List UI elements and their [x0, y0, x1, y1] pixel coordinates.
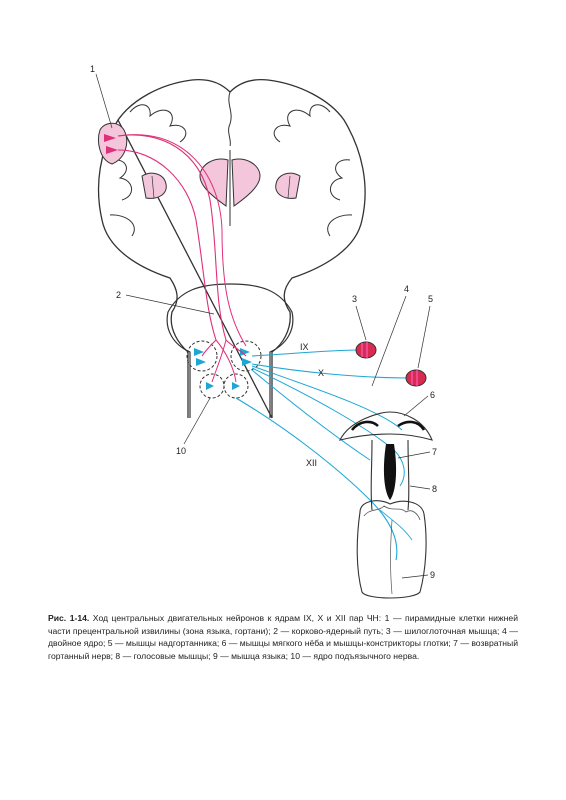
brain-gyri-right	[273, 104, 353, 237]
label-3: 3	[352, 294, 357, 304]
soft-palate-left	[350, 420, 379, 431]
brain-outline	[97, 78, 366, 419]
nerve-X-branch	[251, 367, 395, 451]
label-8: 8	[432, 484, 437, 494]
pyramidal-cell-marker	[106, 146, 118, 154]
leader-3	[355, 305, 367, 341]
label-4: 4	[404, 284, 409, 294]
motor-neuron-marker	[196, 358, 206, 366]
tongue-papillae	[363, 505, 421, 521]
motor-neuron-marker	[206, 382, 214, 390]
motor-neuron-marker	[240, 348, 250, 356]
leader-4	[371, 295, 407, 387]
figure-caption: Рис. 1-14. Ход центральных двигательных …	[48, 612, 518, 662]
label-10: 10	[176, 446, 186, 456]
leader-2	[125, 294, 215, 315]
leader-6	[403, 395, 429, 417]
corticonuclear-tract	[117, 134, 247, 357]
nerve-IX	[251, 349, 359, 357]
soft-palate-right	[397, 420, 426, 431]
larynx-outline	[370, 439, 410, 511]
nerve-XII-branch	[379, 509, 413, 541]
label-1: 1	[90, 64, 95, 74]
motor-neuron-marker	[242, 358, 252, 366]
leader-8	[409, 485, 431, 490]
brainstem-outline	[166, 283, 294, 418]
pyramidal-cell-marker	[104, 134, 116, 142]
nerve-X	[251, 363, 409, 379]
corticonuclear-tract	[211, 339, 237, 383]
label-6: 6	[430, 390, 435, 400]
leader-9	[401, 574, 429, 579]
nerve-X-branch	[251, 365, 403, 431]
right-basal-nucleus	[275, 172, 301, 199]
label-7: 7	[432, 447, 437, 457]
epiglottis-muscles	[405, 369, 427, 387]
label-2: 2	[116, 290, 121, 300]
hypoglossal-nucleus-right	[223, 373, 249, 399]
stylopharyngeus-muscle	[355, 341, 377, 359]
leader-5	[417, 305, 431, 369]
nucleus-circle-left-upper	[186, 340, 218, 372]
nucleus-stripe	[151, 175, 155, 199]
label-nerve-XII: XII	[306, 458, 317, 468]
corticonuclear-tract	[117, 149, 217, 357]
leader-10	[183, 397, 211, 445]
nerve-X-branch	[251, 369, 371, 461]
label-nerve-X: X	[318, 368, 324, 378]
leader-7	[397, 451, 431, 459]
figure-number: Рис. 1-14.	[48, 613, 90, 623]
label-5: 5	[428, 294, 433, 304]
tongue-midline	[390, 519, 393, 595]
leader-1	[95, 73, 113, 129]
tongue-outline	[356, 500, 427, 599]
label-9: 9	[430, 570, 435, 580]
precentral-gyrus-area	[98, 122, 128, 165]
brain-gyri-left	[109, 104, 187, 237]
nucleus-stripe	[287, 175, 291, 199]
pharynx-outline	[338, 411, 433, 441]
motor-neuron-marker	[232, 382, 240, 390]
left-basal-nucleus	[141, 172, 167, 199]
brain-midline-sulcus	[228, 91, 232, 147]
caption-text: Ход центральных двигательных нейронов к …	[48, 613, 519, 661]
nerve-XII	[235, 397, 398, 561]
lateral-ventricle-left	[199, 158, 229, 207]
motor-neuron-marker	[194, 348, 204, 356]
lateral-ventricle-right	[231, 158, 261, 207]
label-nerve-IX: IX	[300, 342, 309, 352]
vocal-cords	[383, 444, 397, 500]
corticonuclear-tract	[117, 134, 247, 347]
recurrent-laryngeal-nerve	[393, 449, 405, 487]
